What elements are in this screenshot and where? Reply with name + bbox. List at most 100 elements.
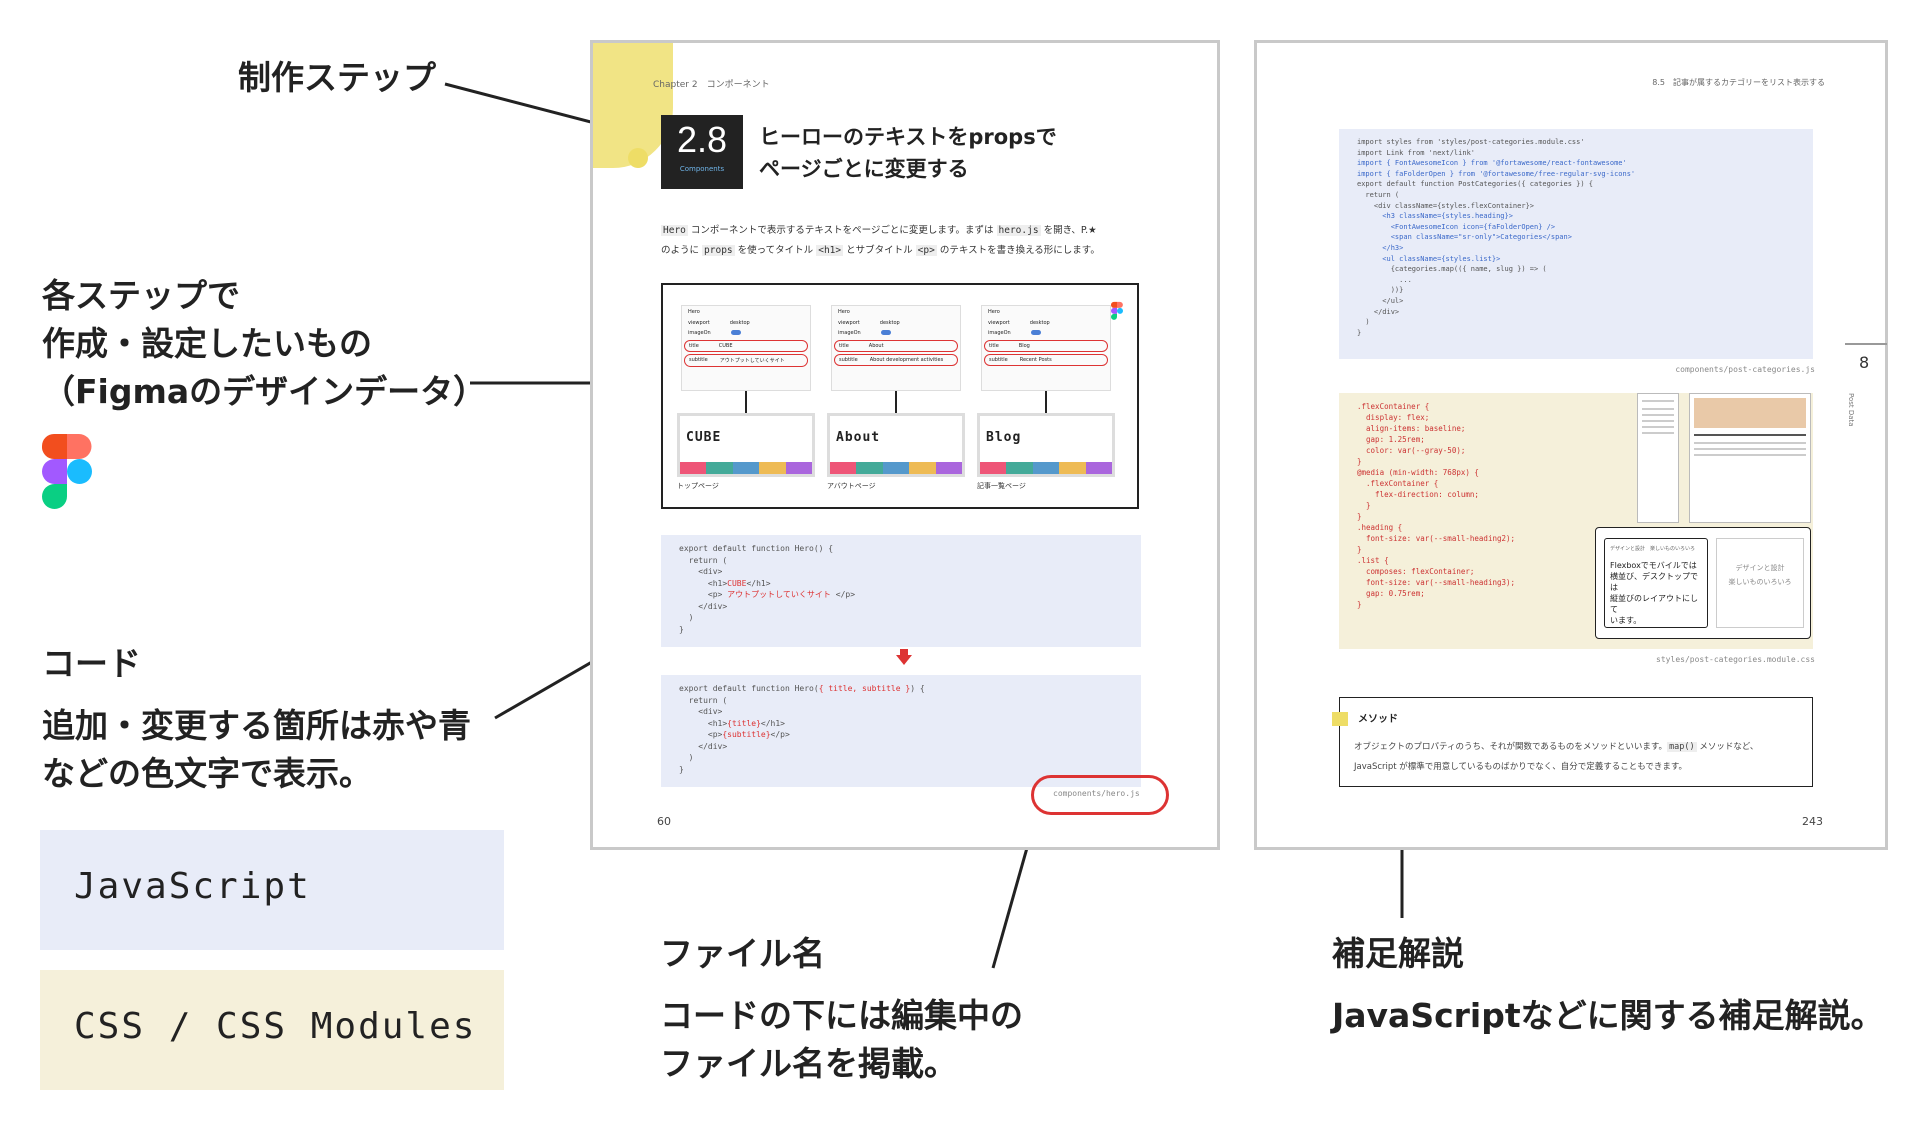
desktop-mockup bbox=[1689, 393, 1811, 523]
legend-css-box: CSS / CSS Modules bbox=[40, 970, 504, 1090]
css-code-line: font-size: var(--small-heading2); bbox=[1357, 534, 1516, 543]
css-filename: styles/post-categories.module.css bbox=[1656, 655, 1815, 664]
code-annotation-line1: 追加・変更する箇所は赤や青 bbox=[42, 706, 471, 745]
css-code-line: } bbox=[1357, 512, 1362, 521]
method-line2: JavaScript が標準で用意しているものばかりでなく、自分で定義することも… bbox=[1354, 762, 1688, 772]
callout-line2: 横並び、デスクトップでは bbox=[1610, 572, 1698, 592]
figma-annotation-line1: 各ステップで bbox=[42, 276, 240, 315]
css-code-line: } bbox=[1357, 545, 1362, 554]
code-block-after: export default function Hero({ title, su… bbox=[661, 675, 1141, 787]
js-code-line: <h3 className={styles.heading}> bbox=[1357, 212, 1513, 221]
panel-imageon-row: imageOn bbox=[982, 328, 1110, 338]
section-tag: Components bbox=[679, 165, 725, 173]
figma-annotation-line3: （Figmaのデザインデータ） bbox=[42, 372, 487, 411]
filename-annotation-line1: コードの下には編集中の bbox=[660, 996, 1023, 1035]
legend-css-label: CSS / CSS Modules bbox=[74, 1006, 477, 1047]
side-label: Post Data bbox=[1847, 393, 1855, 427]
code-before-line5: <p> アウトプットしていくサイト </p> bbox=[679, 590, 856, 599]
section-heading-line1: ヒーローのテキストをpropsで bbox=[759, 125, 1057, 149]
left-page: Chapter 2 コンポーネント 2.8 Components ヒーローのテキ… bbox=[590, 40, 1220, 850]
supplement-annotation-desc: JavaScriptなどに関する補足解説。 bbox=[1332, 996, 1884, 1035]
right-page: 8.5 記事が属するカテゴリーをリスト表示する 8 Post Data impo… bbox=[1254, 40, 1888, 850]
code-after-line8: } bbox=[679, 764, 684, 774]
js-code-line: </div> bbox=[1357, 307, 1400, 316]
chapter-tab-line bbox=[1845, 343, 1887, 345]
js-code-line: export default function PostCategories({… bbox=[1357, 180, 1594, 189]
css-code-line: } bbox=[1357, 600, 1362, 609]
css-code-line: gap: 1.25rem; bbox=[1357, 435, 1425, 444]
js-code-line: } bbox=[1357, 328, 1362, 337]
css-code-line: } bbox=[1357, 457, 1362, 466]
page-preview: About bbox=[827, 413, 965, 477]
preview-title: About bbox=[836, 430, 881, 445]
callout-desktop-box: デザインと設計 楽しいものいろいろ bbox=[1716, 538, 1804, 628]
code-before-line4: <h1>CUBE</h1> bbox=[679, 578, 771, 588]
section-heading-line2: ページごとに変更する bbox=[759, 157, 969, 181]
css-code-line: @media (min-width: 768px) { bbox=[1357, 468, 1479, 477]
panel-connector bbox=[1045, 391, 1047, 413]
css-code-line: } bbox=[1357, 501, 1371, 510]
section-heading: ヒーローのテキストをpropsで ページごとに変更する bbox=[759, 121, 1057, 185]
css-code-line: gap: 0.75rem; bbox=[1357, 589, 1425, 598]
yellow-dot bbox=[628, 148, 648, 168]
callout-mobile-box: デザインと設計 楽しいものいろいろ Flexboxでモバイルでは 横並び、デスク… bbox=[1604, 538, 1708, 628]
panel-imageon-row: imageOn bbox=[832, 328, 960, 338]
chapter-number: 8 bbox=[1859, 353, 1870, 372]
js-code-line: import { faFolderOpen } from '@fortaweso… bbox=[1357, 169, 1636, 178]
css-code-line: .flexContainer { bbox=[1357, 479, 1439, 488]
toggle-switch bbox=[1030, 330, 1041, 335]
left-page-number: 60 bbox=[657, 815, 671, 828]
code-before-line1: export default function Hero() { bbox=[679, 544, 834, 553]
toggle-switch bbox=[880, 330, 891, 335]
css-code-line: .list { bbox=[1357, 556, 1389, 565]
js-code-line: <span className="sr-only">Categories</sp… bbox=[1357, 233, 1572, 242]
method-line1: オブジェクトのプロパティのうち、それが関数であるものをメソッドといいます。map… bbox=[1354, 742, 1759, 752]
code-after-line2: return ( bbox=[679, 695, 728, 705]
chapter-label: Chapter 2 コンポーネント bbox=[653, 80, 770, 90]
section-badge: 2.8 Components bbox=[661, 115, 743, 189]
preview-title: Blog bbox=[986, 430, 1022, 445]
filename-highlight bbox=[1031, 775, 1169, 815]
js-code-line: <FontAwesomeIcon icon={faFolderOpen} /> bbox=[1357, 222, 1556, 231]
code-after-line4: <h1>{title}</h1> bbox=[679, 718, 785, 728]
page-preview: CUBE bbox=[677, 413, 815, 477]
callout-header: デザインと設計 楽しいものいろいろ bbox=[1610, 546, 1696, 552]
code-annotation-title: コード bbox=[42, 644, 141, 683]
code-after-line7: ) bbox=[679, 753, 694, 762]
step-annotation: 制作ステップ bbox=[238, 58, 436, 97]
intro-line2: のように props を使ってタイトル <h1> とサブタイトル <p> のテキ… bbox=[661, 245, 1100, 256]
panel-component-name: Hero bbox=[688, 309, 700, 315]
section-number: 2.8 bbox=[676, 119, 728, 160]
css-code-line: align-items: baseline; bbox=[1357, 424, 1466, 433]
code-before-line8: } bbox=[679, 624, 684, 634]
left-filename: components/hero.js bbox=[1053, 789, 1140, 798]
layout-callout: デザインと設計 楽しいものいろいろ Flexboxでモバイルでは 横並び、デスク… bbox=[1595, 527, 1811, 639]
legend-js-box: JavaScript bbox=[40, 830, 504, 950]
page-preview: Blog bbox=[977, 413, 1115, 477]
js-code-line: import styles from 'styles/post-categori… bbox=[1357, 138, 1585, 146]
preview-swatch-strip bbox=[980, 462, 1112, 474]
css-code-line: composes: flexContainer; bbox=[1357, 567, 1475, 576]
method-box: メソッド オブジェクトのプロパティのうち、それが関数であるものをメソッドといいま… bbox=[1332, 697, 1813, 787]
css-code-line: display: flex; bbox=[1357, 413, 1430, 422]
code-before-line6: </div> bbox=[679, 601, 728, 611]
js-code-line: ) bbox=[1357, 318, 1370, 327]
panel-connector bbox=[895, 391, 897, 413]
code-after-line1: export default function Hero({ title, su… bbox=[679, 684, 925, 693]
js-code-line: ))} bbox=[1357, 286, 1404, 295]
panel-connector bbox=[745, 391, 747, 413]
js-code-line: </h3> bbox=[1357, 243, 1404, 252]
filename-annotation-title: ファイル名 bbox=[660, 934, 825, 973]
